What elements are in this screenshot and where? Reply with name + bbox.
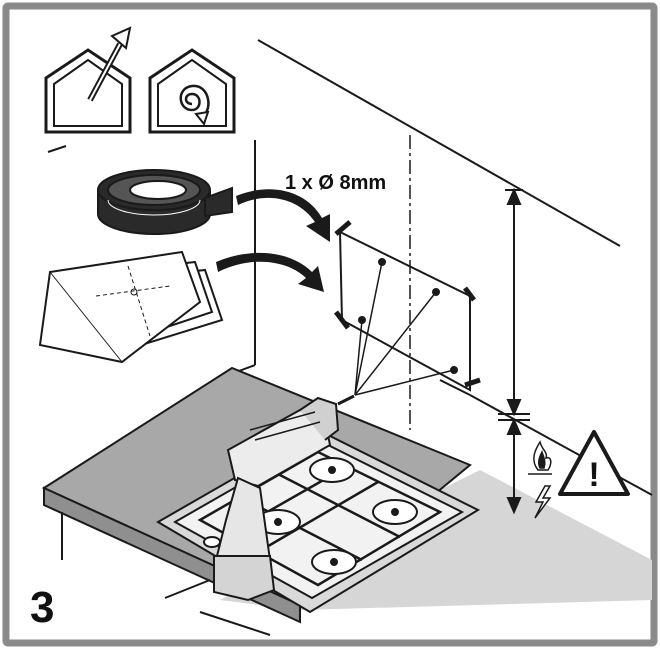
paper-drilling-template-icon (38, 250, 224, 364)
curved-arrows (216, 189, 330, 292)
house-with-recirculation-spiral-icon (148, 48, 236, 134)
drill-direction-arrows (337, 261, 455, 405)
warning-triangle-icon: ! (558, 430, 630, 496)
template-to-wall-arrow (216, 252, 324, 292)
gas-flame-icon (528, 440, 552, 475)
lightning-bolt-icon (534, 485, 552, 519)
power-drill (213, 394, 355, 602)
adhesive-tape-roll-icon (97, 169, 233, 235)
icon-divider (47, 145, 67, 153)
warning-symbol: ! (588, 456, 599, 494)
house-with-exhaust-arrow-icon (44, 26, 132, 134)
drill-spec-label: 1 x Ø 8mm (285, 172, 386, 194)
tape-to-wall-arrow (236, 189, 330, 242)
step-number: 3 (30, 583, 54, 632)
height-dimension (498, 187, 530, 515)
wall-template (334, 220, 481, 405)
